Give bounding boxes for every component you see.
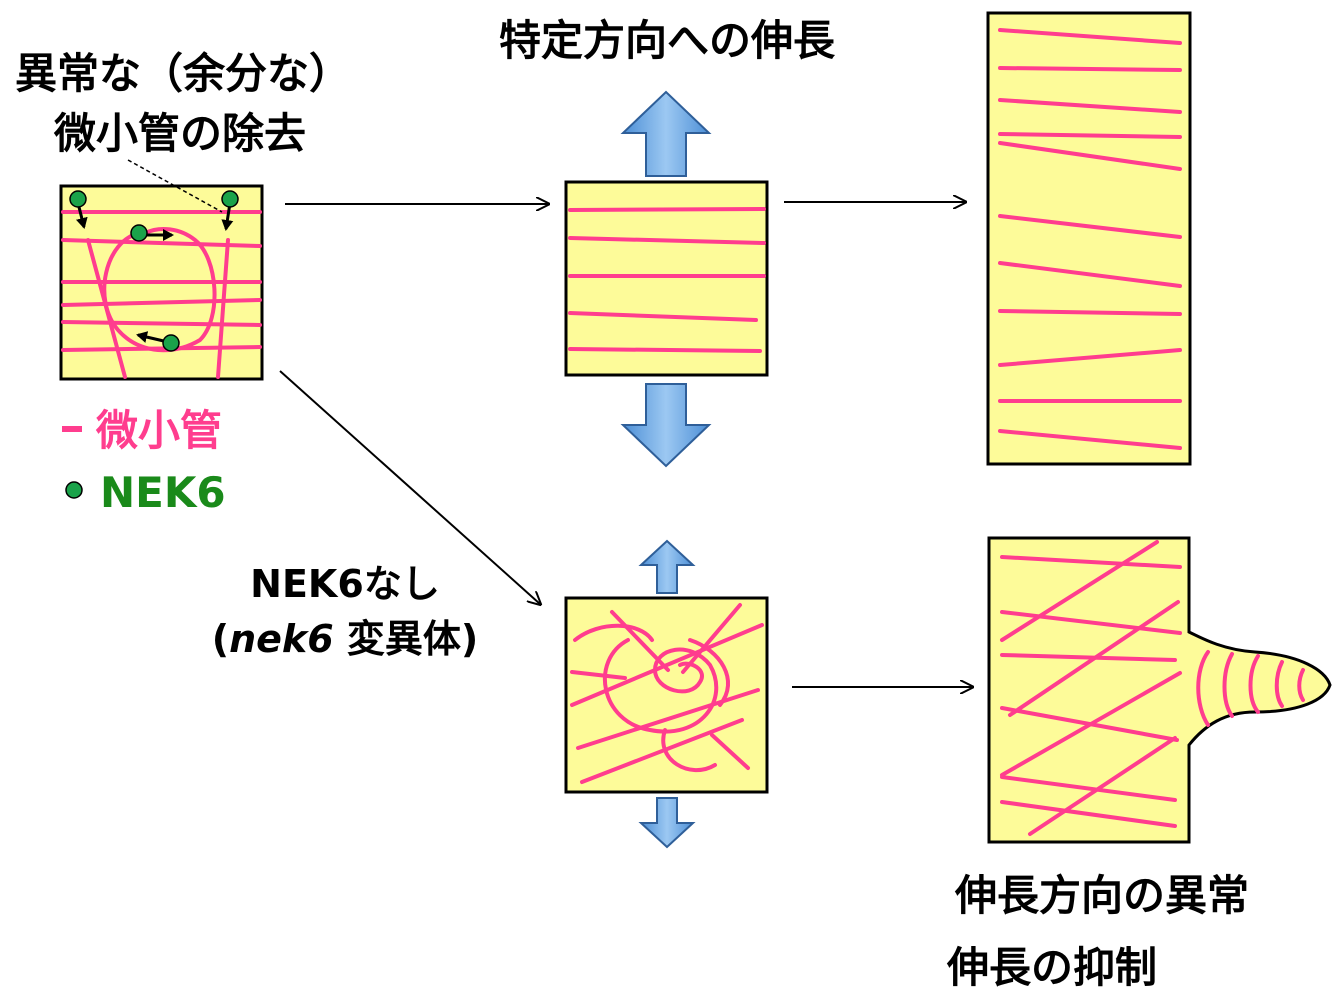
elongation-arrow-up-icon (620, 90, 712, 177)
label-elongation-suppression: 伸長の抑制 (946, 943, 1157, 992)
cell-abnormal (987, 536, 1332, 844)
nek6-dots (69, 190, 239, 352)
label-abnormal-removal-line2: 微小管の除去 (53, 109, 306, 158)
callout-dashed-line (127, 159, 223, 213)
nek6-dot-icon (221, 190, 239, 208)
label-abnormal-removal-line1: 異常な（余分な） (15, 49, 351, 98)
legend-nek6-dot-icon (65, 481, 83, 499)
arrow-initial-to-mutant (279, 370, 540, 604)
legend-microtubule-swatch (62, 426, 82, 432)
small-arrow-up-icon (638, 539, 696, 594)
label-nek6-mutant: (nek6 変異体) (212, 617, 479, 661)
cell-initial (59, 159, 264, 381)
nek6-dot-icon (162, 334, 180, 352)
elongation-arrow-down-icon (620, 383, 712, 468)
legend-microtubule-label: 微小管 (95, 406, 222, 455)
label-no-nek6: NEK6なし (250, 562, 440, 606)
cell-long (986, 11, 1192, 466)
cell-elongating (564, 90, 769, 468)
label-directional-elongation: 特定方向への伸長 (499, 16, 836, 65)
label-elongation-direction-abnormal: 伸長方向の異常 (954, 871, 1249, 920)
nek6-dot-icon (130, 224, 148, 242)
nek6-dot-icon (69, 190, 87, 208)
small-arrow-down-icon (638, 797, 696, 849)
cell-mutant (564, 539, 769, 849)
legend-nek6-label: NEK6 (100, 468, 226, 517)
